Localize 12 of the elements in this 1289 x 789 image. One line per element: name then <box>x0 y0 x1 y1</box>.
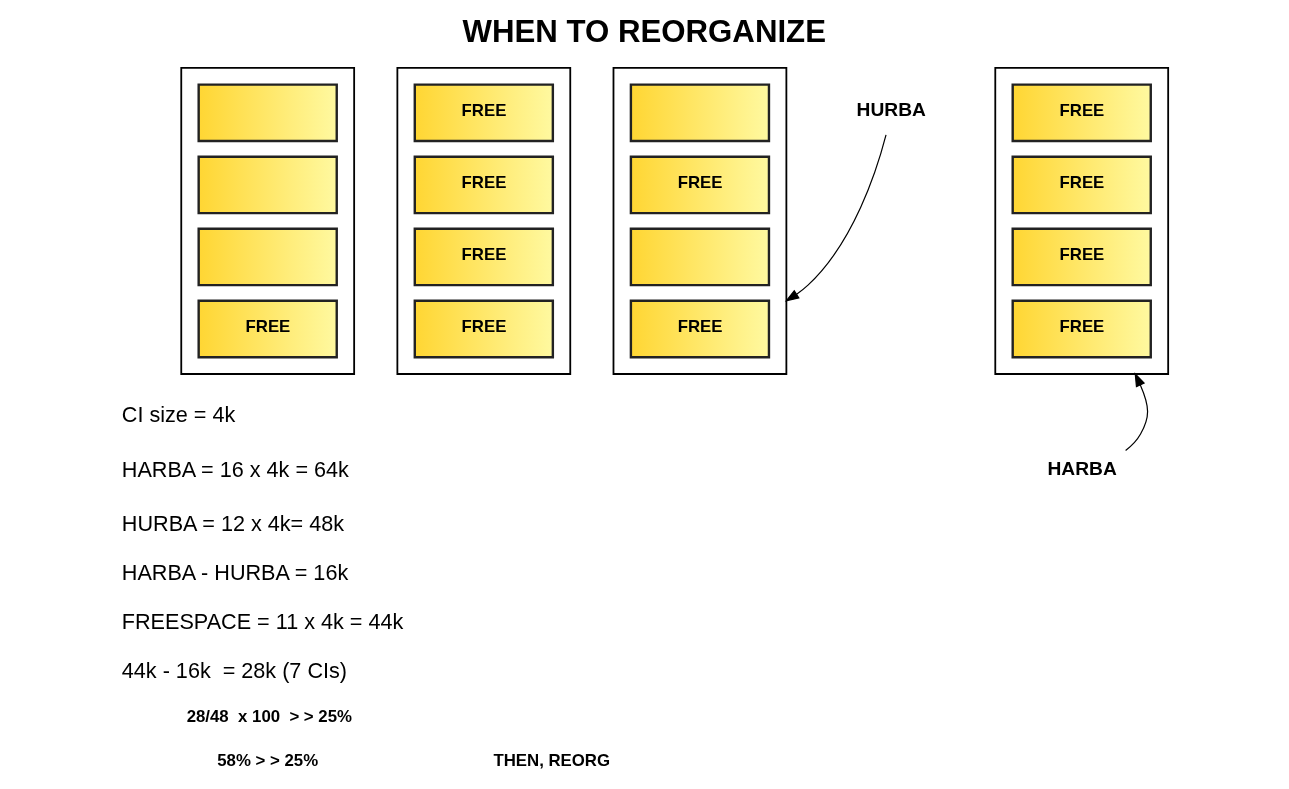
label: FREESPACE = 11 x 4k = 44k <box>121 608 403 634</box>
label: 58% > > 25% <box>216 750 318 770</box>
label: THEN, REORG <box>492 750 610 770</box>
node-text: HARBA <box>1047 457 1117 479</box>
label: 28/48 x 100 > > 25% <box>186 706 352 726</box>
label: HARBA = 16 x 4k = 64k <box>121 456 349 482</box>
label: HURBA = 12 x 4k= 48k <box>121 510 344 536</box>
diagram-title: WHEN TO REORGANIZE <box>462 13 826 49</box>
label: 44k - 16k = 28k (7 CIs) <box>121 657 347 683</box>
node-text: HURBA <box>856 98 926 120</box>
label: CI size = 4k <box>121 401 235 427</box>
label: HARBA - HURBA = 16k <box>121 559 348 585</box>
